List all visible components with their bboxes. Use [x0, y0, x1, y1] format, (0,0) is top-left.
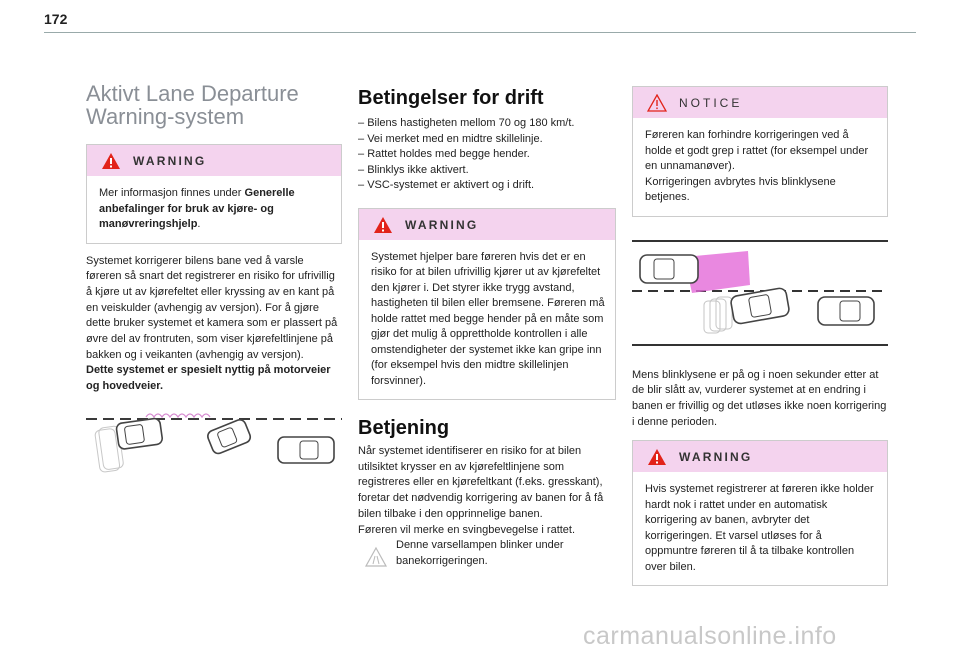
warning-label: WARNING — [133, 154, 207, 168]
blinker-description: Mens blinklysene er på og i noen sekunde… — [632, 368, 887, 428]
lane-correction-illustration — [86, 413, 342, 473]
warning-header: WARNING — [359, 208, 615, 240]
section-title-operation: Betjening — [358, 417, 450, 439]
list-item: VSC-systemet er aktivert og i drift. — [358, 178, 616, 194]
notice-label: NOTICE — [679, 96, 743, 110]
lane-departure-highlight: Dette systemet er spesielt nyttig på mot… — [86, 364, 331, 393]
lane-warning-lamp-icon — [364, 546, 388, 567]
list-item: Bilens hastigheten mellom 70 og 180 km/t… — [358, 116, 616, 132]
notice-text-2: Korrigeringen avbrytes hvis blinklysene … — [645, 175, 836, 204]
warning-text-link[interactable]: Generelle anbefalinger for bruk av kjøre… — [99, 187, 295, 230]
warning-triangle-icon — [374, 216, 392, 233]
warning-lamp-row: Denne varsellampen blinker under banekor… — [358, 538, 616, 570]
list-item: Rattet holdes med begge hender. — [358, 147, 616, 163]
warning-body: Systemet hjelper bare føreren hvis det e… — [371, 250, 605, 387]
list-item: Vei merket med en midtre skillelinje. — [358, 132, 616, 148]
notice-header: NOTICE — [633, 87, 887, 118]
list-item: Blinklys ikke aktivert. — [358, 163, 616, 179]
operation-steering-note: Føreren vil merke en svingbevegelse i ra… — [358, 523, 576, 536]
warning-body: Mer informasjon finnes under Generelle a… — [87, 176, 341, 243]
warning-label: WARNING — [405, 217, 479, 232]
lane-change-illustration — [632, 239, 888, 346]
warning-box-2: WARNING Systemet hjelper bare føreren hv… — [358, 207, 616, 400]
warning-lamp-text: Denne varsellampen blinker under banekor… — [396, 539, 564, 567]
warning-triangle-icon — [648, 449, 666, 466]
notice-box: NOTICE Føreren kan forhindre korrigering… — [632, 86, 888, 217]
warning-header: WARNING — [87, 145, 341, 176]
notice-triangle-icon — [647, 94, 667, 112]
warning-triangle-icon — [102, 153, 120, 169]
warning-header: WARNING — [633, 441, 887, 473]
column-3: NOTICE Føreren kan forhindre korrigering… — [632, 86, 888, 587]
title-line-1: Aktivt Lane Departure — [86, 81, 299, 106]
page-number: 172 — [44, 11, 68, 27]
header-rule — [44, 32, 916, 33]
warning-body: Hvis systemet registrerer at føreren ikk… — [645, 483, 874, 573]
warning-box-1: WARNING Mer informasjon finnes under Gen… — [86, 144, 342, 244]
lane-departure-description: Systemet korrigerer bilens bane ved å va… — [86, 254, 338, 361]
column-1: Aktivt Lane Departure Warning-system WAR… — [86, 82, 342, 490]
notice-text-1: Føreren kan forhindre korrigeringen ved … — [645, 129, 869, 172]
conditions-list: Bilens hastigheten mellom 70 og 180 km/t… — [358, 116, 616, 194]
section-title-conditions: Betingelser for drift — [358, 87, 544, 109]
operation-description: Når systemet identifiserer en risiko for… — [358, 445, 604, 520]
warning-text-pre: Mer informasjon finnes under — [99, 187, 245, 199]
warning-box-3: WARNING Hvis systemet registrerer at før… — [632, 440, 888, 587]
watermark: carmanualsonline.info — [583, 622, 837, 650]
warning-label: WARNING — [679, 450, 753, 465]
column-2: Betingelser for drift Bilens hastigheten… — [358, 86, 616, 570]
notice-body: Føreren kan forhindre korrigeringen ved … — [633, 118, 887, 216]
title-line-2: Warning-system — [86, 104, 245, 129]
warning-text-post: . — [197, 218, 201, 230]
section-title-lane-departure: Aktivt Lane Departure Warning-system — [86, 82, 342, 128]
